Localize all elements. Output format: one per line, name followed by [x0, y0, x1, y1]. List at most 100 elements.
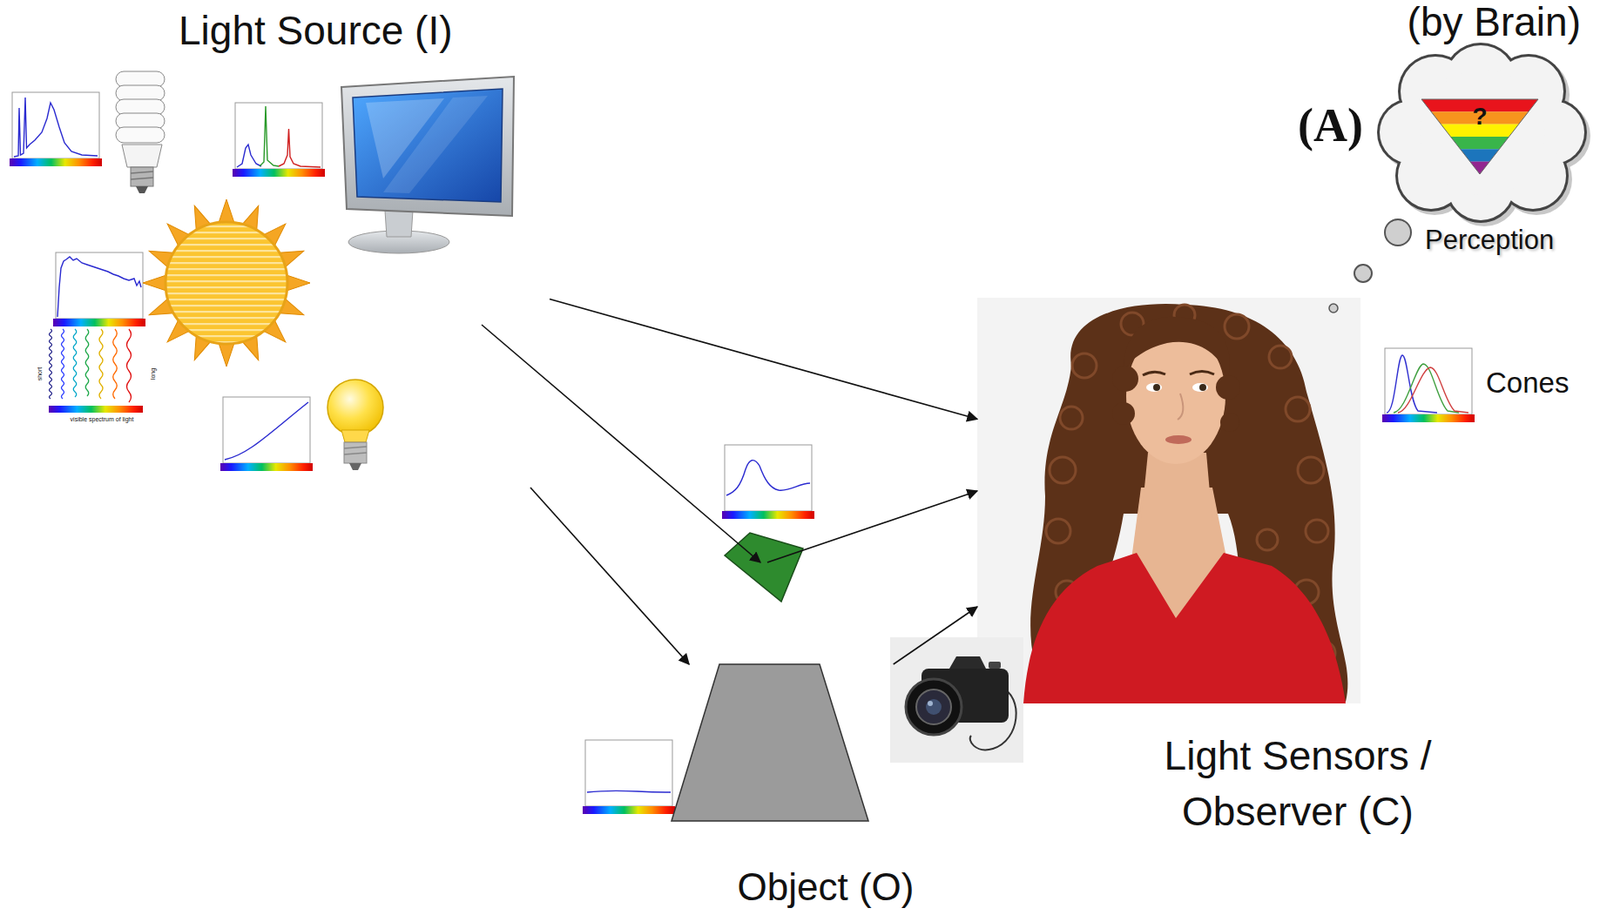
- thought-cloud-part-part: [1419, 69, 1546, 196]
- observer-photo-part: [1142, 371, 1215, 377]
- cones-spectrum-chart-part: [1397, 367, 1469, 413]
- observer-photo-part-part: [1285, 397, 1310, 422]
- node-label: Light Sensors / Observer (C): [1123, 728, 1472, 840]
- wavelength-diagram-part: [49, 329, 53, 399]
- monitor-icon: [341, 76, 514, 254]
- cfl-bulb-icon-part: [130, 167, 154, 187]
- observer-photo-part: [1123, 317, 1230, 379]
- incandescent-bulb-icon-part: [349, 463, 362, 471]
- observer-photo-part-part: [1224, 314, 1249, 339]
- monitor-spectrum-chart-part: [232, 168, 325, 177]
- incandescent-spectrum-chart: [220, 397, 313, 472]
- object-group: Object (O): [671, 664, 962, 914]
- observer-photo-part: [1165, 435, 1192, 445]
- observer-photo-part-part: [1269, 345, 1292, 369]
- sun-icon-part: [165, 222, 288, 345]
- cfl-bulb-icon-part: [121, 144, 163, 168]
- perception-label-holder: Perception: [1424, 224, 1595, 257]
- observer-photo-part: [1215, 375, 1241, 400]
- thought-cloud-part: [1419, 99, 1542, 176]
- incandescent-bulb-icon: [327, 379, 384, 471]
- light-ray-arrow: [530, 487, 689, 665]
- observer-photo-part: [1192, 383, 1209, 392]
- sun-spectrum-chart-part: [55, 252, 143, 319]
- wavelength-diagram: [48, 329, 143, 413]
- long-label: long: [148, 361, 157, 388]
- observer-photo-part-part: [1049, 457, 1076, 484]
- sun-spectrum-chart-part: [57, 256, 142, 318]
- thought-cloud-part-part: [1419, 148, 1542, 162]
- cfl-bulb-icon-part: [115, 99, 165, 115]
- monitor-spectrum-chart-part: [259, 106, 279, 167]
- object-spectrum-chart-part: [582, 806, 676, 815]
- green-patch: [724, 533, 804, 602]
- light-ray-arrow: [549, 299, 978, 420]
- observer-photo-part-part: [1297, 457, 1324, 484]
- camera-photo-part: [927, 701, 933, 707]
- callout-letter: (A): [1297, 99, 1378, 152]
- monitor-spectrum-chart: [232, 102, 325, 177]
- monitor-spectrum-chart-part: [235, 102, 323, 169]
- observer-photo-part-part: [1256, 529, 1278, 551]
- cones-spectrum-chart-part: [1384, 348, 1472, 415]
- incandescent-bulb-icon-part: [344, 446, 367, 455]
- thought-cloud-part: [1380, 46, 1591, 227]
- observer-photo: [977, 297, 1361, 704]
- observer-photo-part: [1112, 365, 1139, 392]
- light-ray-arrow: [893, 607, 978, 665]
- heading-fragment-holder: (by Brain): [1319, 0, 1581, 44]
- question-mark-holder: ?: [1462, 102, 1498, 131]
- observer-photo-part: [1112, 402, 1135, 426]
- incandescent-bulb-icon-part: [327, 379, 384, 436]
- camera-photo-part: [916, 689, 952, 725]
- spectrum-caption-holder: visible spectrum of light: [34, 415, 169, 424]
- cfl-bulb-icon-part: [130, 171, 154, 180]
- camera-photo-part: [890, 637, 1024, 763]
- thought-cloud-part-part: [1419, 136, 1542, 149]
- cones-spectrum-chart-part: [1382, 414, 1475, 423]
- observer-photo-part: [1023, 553, 1346, 704]
- thought-cloud-part: [1329, 303, 1338, 313]
- wavelength-diagram-part: [127, 329, 132, 403]
- observer-photo-part-part: [1046, 519, 1071, 544]
- object-spectrum-chart-part: [585, 740, 673, 807]
- incandescent-spectrum-chart-part: [220, 463, 313, 472]
- callout-letter-holder: (A): [1297, 99, 1378, 152]
- observer-photo-part: [1177, 393, 1183, 420]
- observer-photo-part-part: [1305, 519, 1329, 543]
- monitor-icon-part: [383, 95, 488, 194]
- object-trapezoid: [671, 664, 869, 822]
- incandescent-bulb-icon-part: [344, 442, 367, 464]
- cfl-bulb-icon-part: [135, 186, 149, 194]
- thought-cloud-part: [1377, 42, 1587, 223]
- incandescent-bulb-icon-part: [341, 430, 370, 443]
- monitor-spectrum-chart-part: [278, 128, 321, 168]
- sun-spectrum-chart-part: [53, 318, 146, 327]
- question-mark: ?: [1462, 102, 1498, 131]
- sun-spectrum-chart: [53, 252, 146, 327]
- observer-photo-part: [1199, 384, 1207, 392]
- light-source-group: Light Source (I): [0, 0, 550, 488]
- incandescent-spectrum-chart-part: [224, 402, 309, 460]
- observer-photo-part-part: [1059, 406, 1083, 430]
- observer-photo-part: [977, 297, 1361, 704]
- node-label: Light Source (I): [178, 6, 545, 55]
- cfl-spectrum-chart-part: [12, 92, 100, 159]
- wavelength-diagram-part: [85, 329, 89, 397]
- thought-cloud-part: [1379, 45, 1585, 221]
- wavelength-diagram-part: [61, 329, 65, 399]
- monitor-spectrum-chart-part: [236, 144, 262, 168]
- long-label-holder: long: [139, 370, 166, 379]
- green-spectrum-chart-part: [726, 460, 811, 496]
- monitor-icon-part: [341, 76, 514, 217]
- node-label: Object (O): [695, 864, 957, 911]
- thought-cloud: [1329, 42, 1591, 313]
- cfl-spectrum-chart-part: [9, 158, 102, 167]
- cfl-bulb-icon: [115, 71, 165, 194]
- green-spectrum-chart-part: [724, 445, 812, 512]
- cfl-spectrum-chart: [9, 92, 102, 167]
- observer-photo-part: [1146, 383, 1162, 392]
- monitor-icon-part: [384, 210, 413, 237]
- monitor-icon-part: [352, 88, 503, 203]
